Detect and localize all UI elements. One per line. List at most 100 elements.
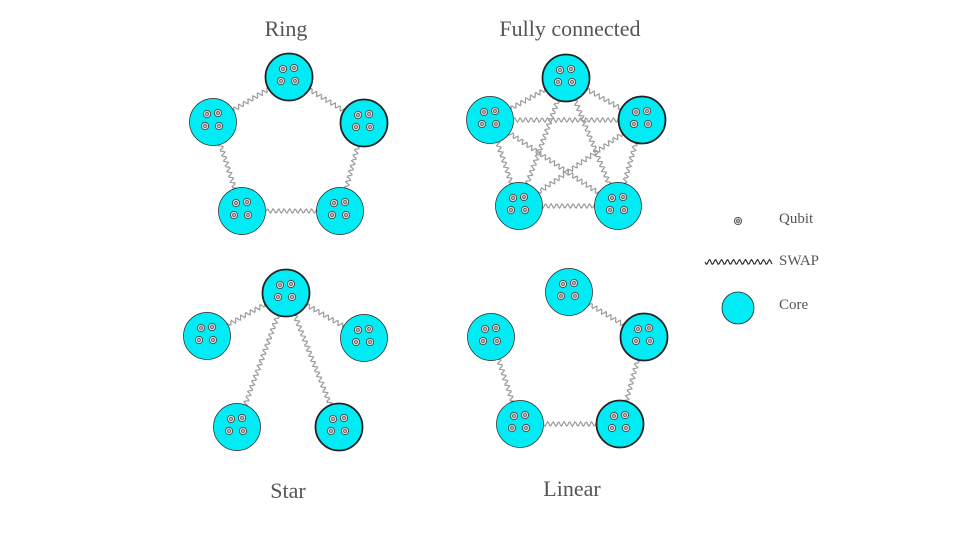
core-node xyxy=(595,399,645,449)
qubit-icon xyxy=(196,323,206,333)
qubit-icon xyxy=(605,205,615,215)
qubit-icon xyxy=(643,119,653,129)
core-node xyxy=(183,312,231,360)
core-node xyxy=(617,95,667,145)
qubit-icon xyxy=(480,324,490,334)
swap-link xyxy=(231,86,272,114)
qubit-icon xyxy=(242,197,252,207)
core-node xyxy=(495,182,543,230)
topology-linear xyxy=(467,268,669,449)
core-node xyxy=(261,268,311,318)
qubit-icon xyxy=(289,63,299,73)
qubit-icon xyxy=(490,106,500,116)
qubit-icon xyxy=(633,324,643,334)
core-node xyxy=(467,313,515,361)
qubit-icon xyxy=(231,198,241,208)
topology-star xyxy=(183,268,388,452)
qubit-icon xyxy=(620,410,630,420)
qubit-icon xyxy=(642,106,652,116)
qubit-icon xyxy=(364,109,374,119)
qubit-icon xyxy=(208,335,218,345)
core-node xyxy=(545,268,593,316)
swap-link xyxy=(507,130,602,195)
swap-wave-icon xyxy=(704,258,773,266)
swap-link xyxy=(495,357,516,405)
qubit-icon xyxy=(202,109,212,119)
qubit-icon xyxy=(607,193,617,203)
qubit-icon xyxy=(477,119,487,129)
swap-link xyxy=(291,312,333,408)
qubit-icon xyxy=(619,205,629,215)
qubit-icon xyxy=(479,107,489,117)
qubit-icon xyxy=(214,121,224,131)
linear-swap-links xyxy=(495,302,640,428)
qubit-icon xyxy=(226,414,236,424)
legend-core-label: Core xyxy=(779,297,809,313)
core-node xyxy=(213,403,261,451)
qubit-icon xyxy=(340,426,350,436)
qubit-icon xyxy=(519,192,529,202)
core-node xyxy=(314,402,364,452)
legend-qubit-label: Qubit xyxy=(779,211,814,227)
swap-link xyxy=(621,140,638,186)
swap-link xyxy=(508,86,548,112)
qubit-icon xyxy=(353,325,363,335)
topology-ring xyxy=(189,52,389,235)
qubit-icon xyxy=(213,108,223,118)
qubit-icon xyxy=(609,411,619,421)
qubit-icon xyxy=(341,210,351,220)
qubit-icon xyxy=(629,119,639,129)
qubit-icon xyxy=(569,278,579,288)
core-node xyxy=(594,182,642,230)
core-icon xyxy=(721,291,755,325)
swap-link xyxy=(262,207,320,215)
qubit-icon xyxy=(733,216,743,226)
qubit-icon xyxy=(520,410,530,420)
swap-link xyxy=(494,140,515,187)
qubit-icon xyxy=(570,291,580,301)
qubit-icon xyxy=(621,423,631,433)
qubit-icon xyxy=(340,197,350,207)
qubit-icon xyxy=(555,65,565,75)
swap-link xyxy=(225,301,268,327)
swap-link xyxy=(623,357,640,405)
core-node xyxy=(496,400,544,448)
swap-link xyxy=(586,302,627,327)
swap-link xyxy=(541,420,600,428)
qubit-icon xyxy=(286,279,296,289)
swap-link xyxy=(242,312,280,407)
qubit-icon xyxy=(329,198,339,208)
swap-link xyxy=(306,87,346,114)
swap-link xyxy=(584,87,624,111)
qubit-icon xyxy=(507,423,517,433)
core-node xyxy=(339,98,389,148)
topology-fully-connected xyxy=(466,53,667,230)
qubit-icon xyxy=(339,413,349,423)
qubit-icon xyxy=(520,205,530,215)
core-node xyxy=(466,96,514,144)
qubit-icon xyxy=(644,323,654,333)
qubit-icon xyxy=(327,210,337,220)
qubit-icon xyxy=(238,426,248,436)
swap-link xyxy=(303,303,347,330)
qubit-icon xyxy=(553,77,563,87)
core-node xyxy=(619,312,669,362)
title-fully-connected: Fully connected xyxy=(499,16,641,41)
swap-link xyxy=(571,97,612,188)
qubit-icon xyxy=(364,324,374,334)
qubit-icon xyxy=(243,210,253,220)
qubit-icon xyxy=(508,193,518,203)
qubit-icon xyxy=(353,110,363,120)
core-node xyxy=(340,314,388,362)
qubit-icon xyxy=(618,192,628,202)
swap-link xyxy=(535,130,625,195)
qubit-icon xyxy=(491,119,501,129)
qubit-icon xyxy=(365,337,375,347)
swap-link xyxy=(511,116,622,124)
qubit-icon xyxy=(200,121,210,131)
qubit-icon xyxy=(290,76,300,86)
swap-link xyxy=(343,143,360,192)
qubit-icon xyxy=(491,323,501,333)
qubit-icon xyxy=(351,337,361,347)
